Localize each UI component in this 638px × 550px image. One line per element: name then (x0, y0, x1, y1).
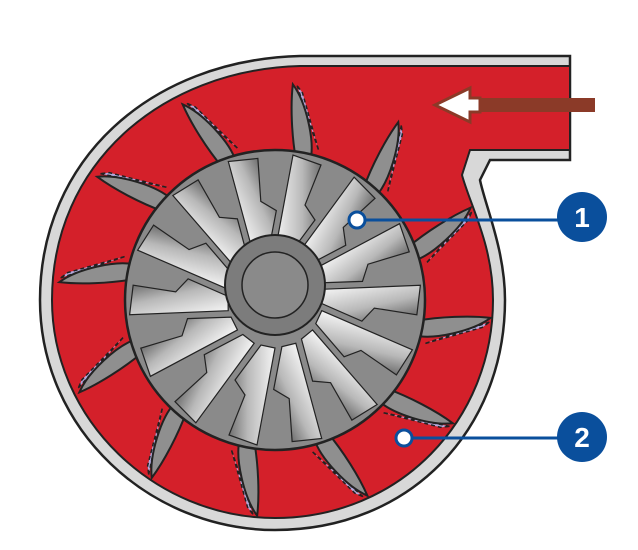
callout-1: 1 (347, 192, 607, 242)
turbine-blade (315, 309, 414, 376)
hub-center (241, 251, 309, 319)
turbine-blades (128, 154, 422, 446)
guide-vane (146, 400, 188, 481)
callout-2: 2 (394, 412, 607, 462)
callout-1-label: 1 (574, 202, 590, 233)
flow-arrow (431, 85, 595, 125)
guide-vane (230, 433, 260, 519)
callout-2-label: 2 (574, 422, 590, 453)
guide-vane (180, 102, 239, 172)
guide-vane (375, 387, 456, 429)
turbine-blade (273, 342, 323, 443)
turbine-blade (300, 329, 379, 421)
turbine-blade (140, 316, 239, 378)
turbine-blade (174, 333, 256, 424)
turbine-blade (228, 344, 276, 446)
